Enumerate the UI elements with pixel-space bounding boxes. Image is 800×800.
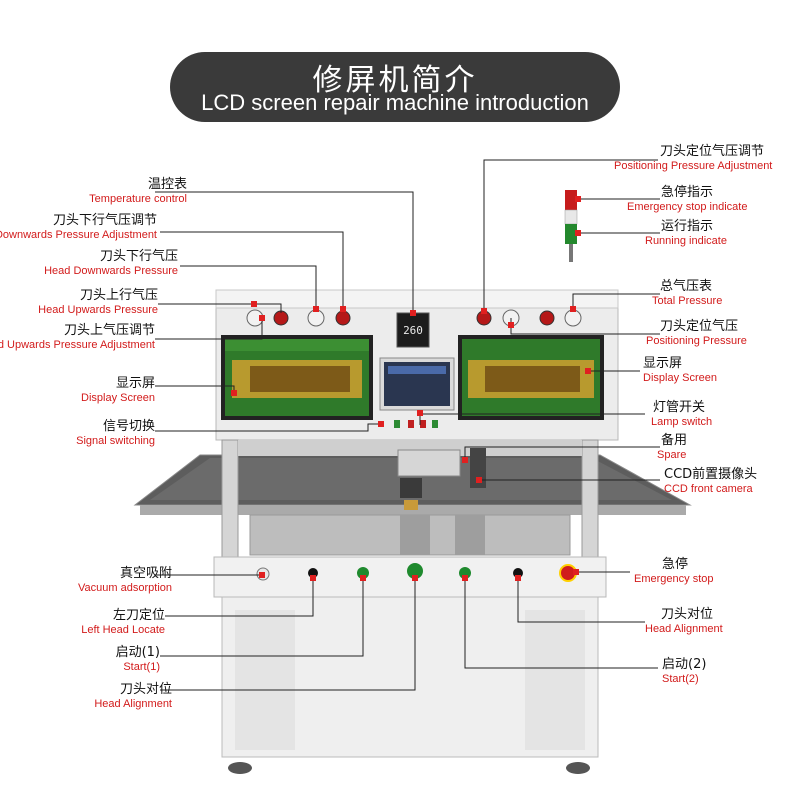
banner-title-cn: 修屏机简介 — [312, 63, 478, 98]
label-head-downwards-pressure-adjustment: 刀头下行气压调节Head Downwards Pressure Adjustme… — [0, 213, 157, 241]
banner-title-en: LCD screen repair machine introduction — [201, 90, 589, 115]
label-head-upwards-pressure-adjustment: 刀头上气压调节Head Upwards Pressure Adjustment — [0, 323, 155, 351]
gauge-strip — [215, 289, 619, 309]
label-start-2: 启动(2)Start(2) — [662, 657, 707, 685]
knob-icon[interactable] — [335, 310, 351, 326]
knob-icon[interactable] — [273, 310, 289, 326]
gauge-icon — [307, 309, 325, 327]
head-mechanism — [397, 449, 461, 477]
gauge-icon — [564, 309, 582, 327]
knob-icon[interactable] — [539, 310, 555, 326]
signal-tower — [564, 190, 578, 262]
label-start-1: 启动(1)Start(1) — [115, 645, 160, 673]
alignment-button-icon[interactable] — [407, 563, 423, 579]
title-banner: 修屏机简介 LCD screen repair machine introduc… — [170, 52, 620, 122]
leader-markers — [231, 196, 591, 581]
temperature-readout: 260 — [403, 324, 423, 337]
